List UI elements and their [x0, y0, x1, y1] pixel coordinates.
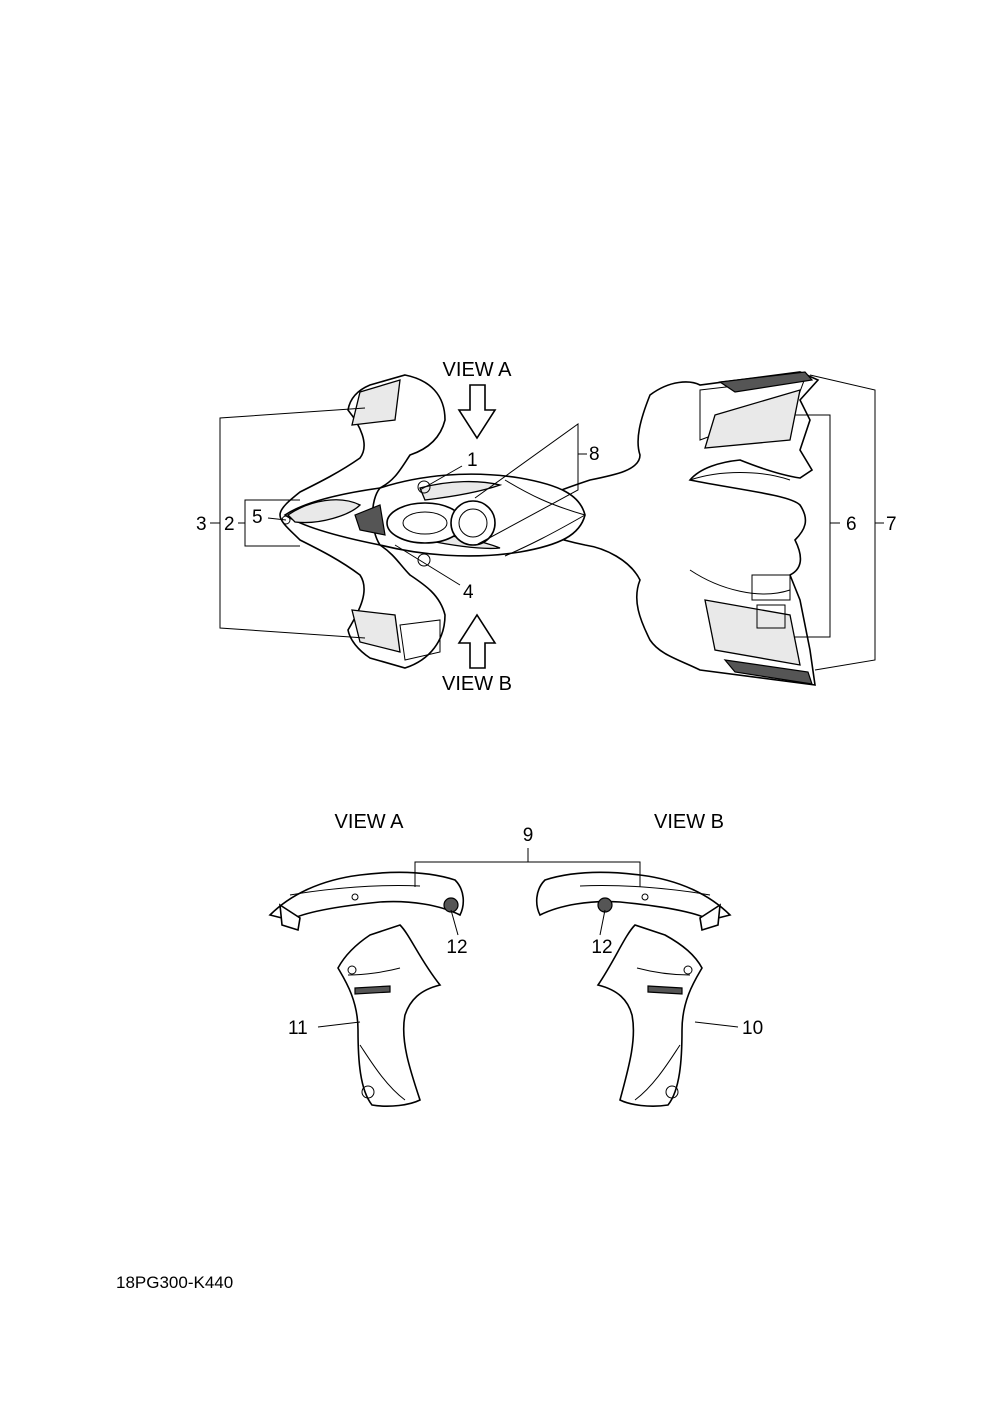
front-fender — [279, 374, 446, 669]
side-cover-10 — [596, 924, 703, 1107]
diagram-code: 18PG300-K440 — [116, 1273, 233, 1292]
bottom-view-leaders — [317, 848, 739, 1028]
side-cover-11 — [337, 924, 442, 1107]
guard-view-a — [268, 871, 465, 932]
callout-3: 3 — [196, 514, 207, 535]
front-nose-decal — [286, 499, 362, 524]
top-view-leaders — [210, 374, 884, 671]
callout-7: 7 — [886, 514, 897, 535]
callout-12-right: 12 — [591, 937, 612, 958]
callout-12-left: 12 — [446, 937, 467, 958]
guard-view-b — [535, 871, 732, 932]
tank-decal-upper — [419, 480, 503, 501]
top-view-b-label: VIEW B — [442, 673, 512, 695]
callout-11: 11 — [288, 1018, 308, 1039]
view-b-arrow — [457, 613, 497, 669]
callout-2: 2 — [224, 514, 235, 535]
callout-1: 1 — [467, 450, 478, 471]
atv-top-view — [279, 371, 820, 686]
callout-5: 5 — [252, 507, 263, 528]
front-decal-lower — [351, 609, 401, 653]
callout-8: 8 — [589, 444, 600, 465]
bottom-view-a-label: VIEW A — [335, 811, 405, 833]
callout-10: 10 — [742, 1018, 763, 1039]
bottom-view-b-label: VIEW B — [654, 811, 724, 833]
front-decal-upper — [351, 379, 401, 426]
top-view-a-label: VIEW A — [443, 359, 513, 381]
rear-decal-right — [704, 389, 801, 449]
callout-4: 4 — [463, 582, 474, 603]
callout-9: 9 — [523, 825, 534, 846]
view-a-arrow — [457, 384, 497, 440]
callout-6: 6 — [846, 514, 857, 535]
rear-decal-left — [704, 599, 801, 666]
